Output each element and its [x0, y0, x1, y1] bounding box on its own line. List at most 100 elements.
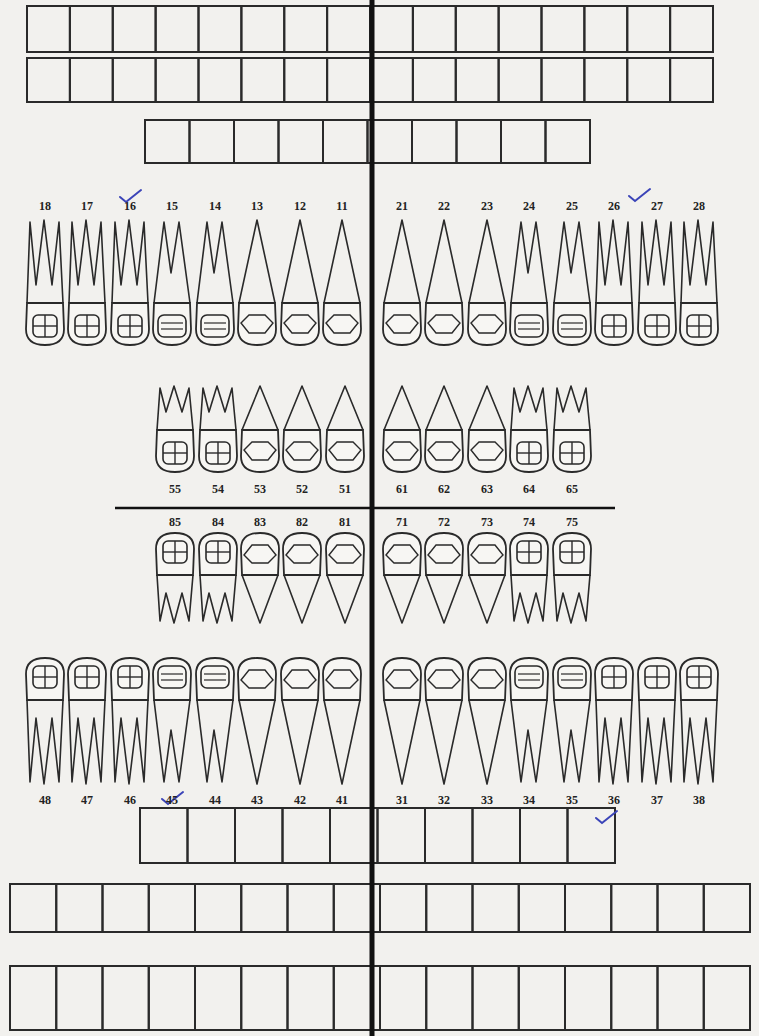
- chart-box: [658, 966, 704, 1030]
- chart-box: [199, 58, 242, 102]
- chart-box: [542, 58, 585, 102]
- tooth-number: 37: [651, 794, 663, 806]
- tooth-outline: [111, 220, 149, 345]
- tooth-number: 36: [608, 794, 620, 806]
- chart-box: [70, 6, 113, 52]
- chart-box: [145, 120, 190, 163]
- tooth-number: 85: [169, 516, 181, 528]
- tooth-outline: [68, 220, 106, 345]
- chart-box: [241, 6, 284, 52]
- tooth-number: 32: [438, 794, 450, 806]
- chart-box: [284, 6, 327, 52]
- tooth-outline: [468, 658, 506, 784]
- chart-box: [473, 808, 521, 863]
- tooth-number: 41: [336, 794, 348, 806]
- chart-box: [426, 966, 472, 1030]
- chart-box: [520, 808, 568, 863]
- tooth-outline: [156, 386, 194, 472]
- check-mark: [629, 189, 650, 201]
- tooth-outline: [553, 533, 591, 623]
- chart-box: [627, 6, 670, 52]
- tooth-number: 51: [339, 483, 351, 495]
- tooth-outline: [510, 222, 548, 345]
- midline: [370, 0, 375, 1036]
- tooth-outline: [323, 658, 361, 784]
- chart-box: [288, 884, 334, 932]
- chart-box: [670, 6, 713, 52]
- chart-box: [323, 120, 368, 163]
- chart-box: [149, 884, 195, 932]
- chart-box: [241, 966, 287, 1030]
- chart-box: [27, 6, 70, 52]
- chart-box: [195, 884, 241, 932]
- chart-box: [113, 58, 156, 102]
- chart-box: [473, 966, 519, 1030]
- chart-box: [241, 58, 284, 102]
- tooth-number: 82: [296, 516, 308, 528]
- chart-box: [565, 884, 611, 932]
- chart-box: [519, 966, 565, 1030]
- tooth-number: 13: [251, 200, 263, 212]
- tooth-outline: [680, 220, 718, 345]
- tooth-number: 47: [81, 794, 93, 806]
- tooth-outline: [326, 386, 364, 472]
- chart-box: [56, 884, 102, 932]
- tooth-outline: [241, 533, 279, 623]
- tooth-outline: [553, 222, 591, 345]
- chart-box: [288, 966, 334, 1030]
- tooth-outline: [425, 220, 463, 345]
- tooth-outline: [383, 386, 421, 472]
- tooth-number: 73: [481, 516, 493, 528]
- tooth-outline: [153, 658, 191, 782]
- tooth-number: 28: [693, 200, 705, 212]
- chart-box: [283, 808, 331, 863]
- tooth-number: 14: [209, 200, 221, 212]
- tooth-number: 81: [339, 516, 351, 528]
- tooth-outline: [510, 658, 548, 782]
- tooth-number: 21: [396, 200, 408, 212]
- chart-box: [380, 966, 426, 1030]
- tooth-number: 44: [209, 794, 221, 806]
- check-mark: [596, 811, 617, 823]
- tooth-outline: [425, 533, 463, 623]
- chart-box: [542, 6, 585, 52]
- tooth-number: 63: [481, 483, 493, 495]
- tooth-number: 72: [438, 516, 450, 528]
- chart-box: [103, 884, 149, 932]
- tooth-number: 17: [81, 200, 93, 212]
- chart-box: [456, 6, 499, 52]
- tooth-number: 61: [396, 483, 408, 495]
- tooth-number: 22: [438, 200, 450, 212]
- chart-box: [188, 808, 236, 863]
- chart-box: [103, 966, 149, 1030]
- tooth-outline: [595, 220, 633, 345]
- tooth-outline: [156, 533, 194, 623]
- tooth-number: 54: [212, 483, 224, 495]
- tooth-outline: [238, 658, 276, 784]
- tooth-number: 12: [294, 200, 306, 212]
- chart-box: [456, 58, 499, 102]
- chart-box: [284, 58, 327, 102]
- chart-box: [235, 808, 283, 863]
- tooth-number: 24: [523, 200, 535, 212]
- tooth-number: 46: [124, 794, 136, 806]
- tooth-number: 34: [523, 794, 535, 806]
- chart-box: [425, 808, 473, 863]
- tooth-outline: [241, 386, 279, 472]
- chart-box: [426, 884, 472, 932]
- chart-box: [658, 884, 704, 932]
- tooth-number: 11: [336, 200, 347, 212]
- tooth-number: 16: [124, 200, 136, 212]
- chart-box: [704, 884, 750, 932]
- chart-box: [10, 966, 56, 1030]
- tooth-outline: [26, 220, 64, 345]
- chart-box: [327, 6, 370, 52]
- tooth-number: 71: [396, 516, 408, 528]
- tooth-number: 65: [566, 483, 578, 495]
- chart-box: [195, 966, 241, 1030]
- tooth-number: 27: [651, 200, 663, 212]
- chart-box: [378, 808, 426, 863]
- chart-box: [156, 58, 199, 102]
